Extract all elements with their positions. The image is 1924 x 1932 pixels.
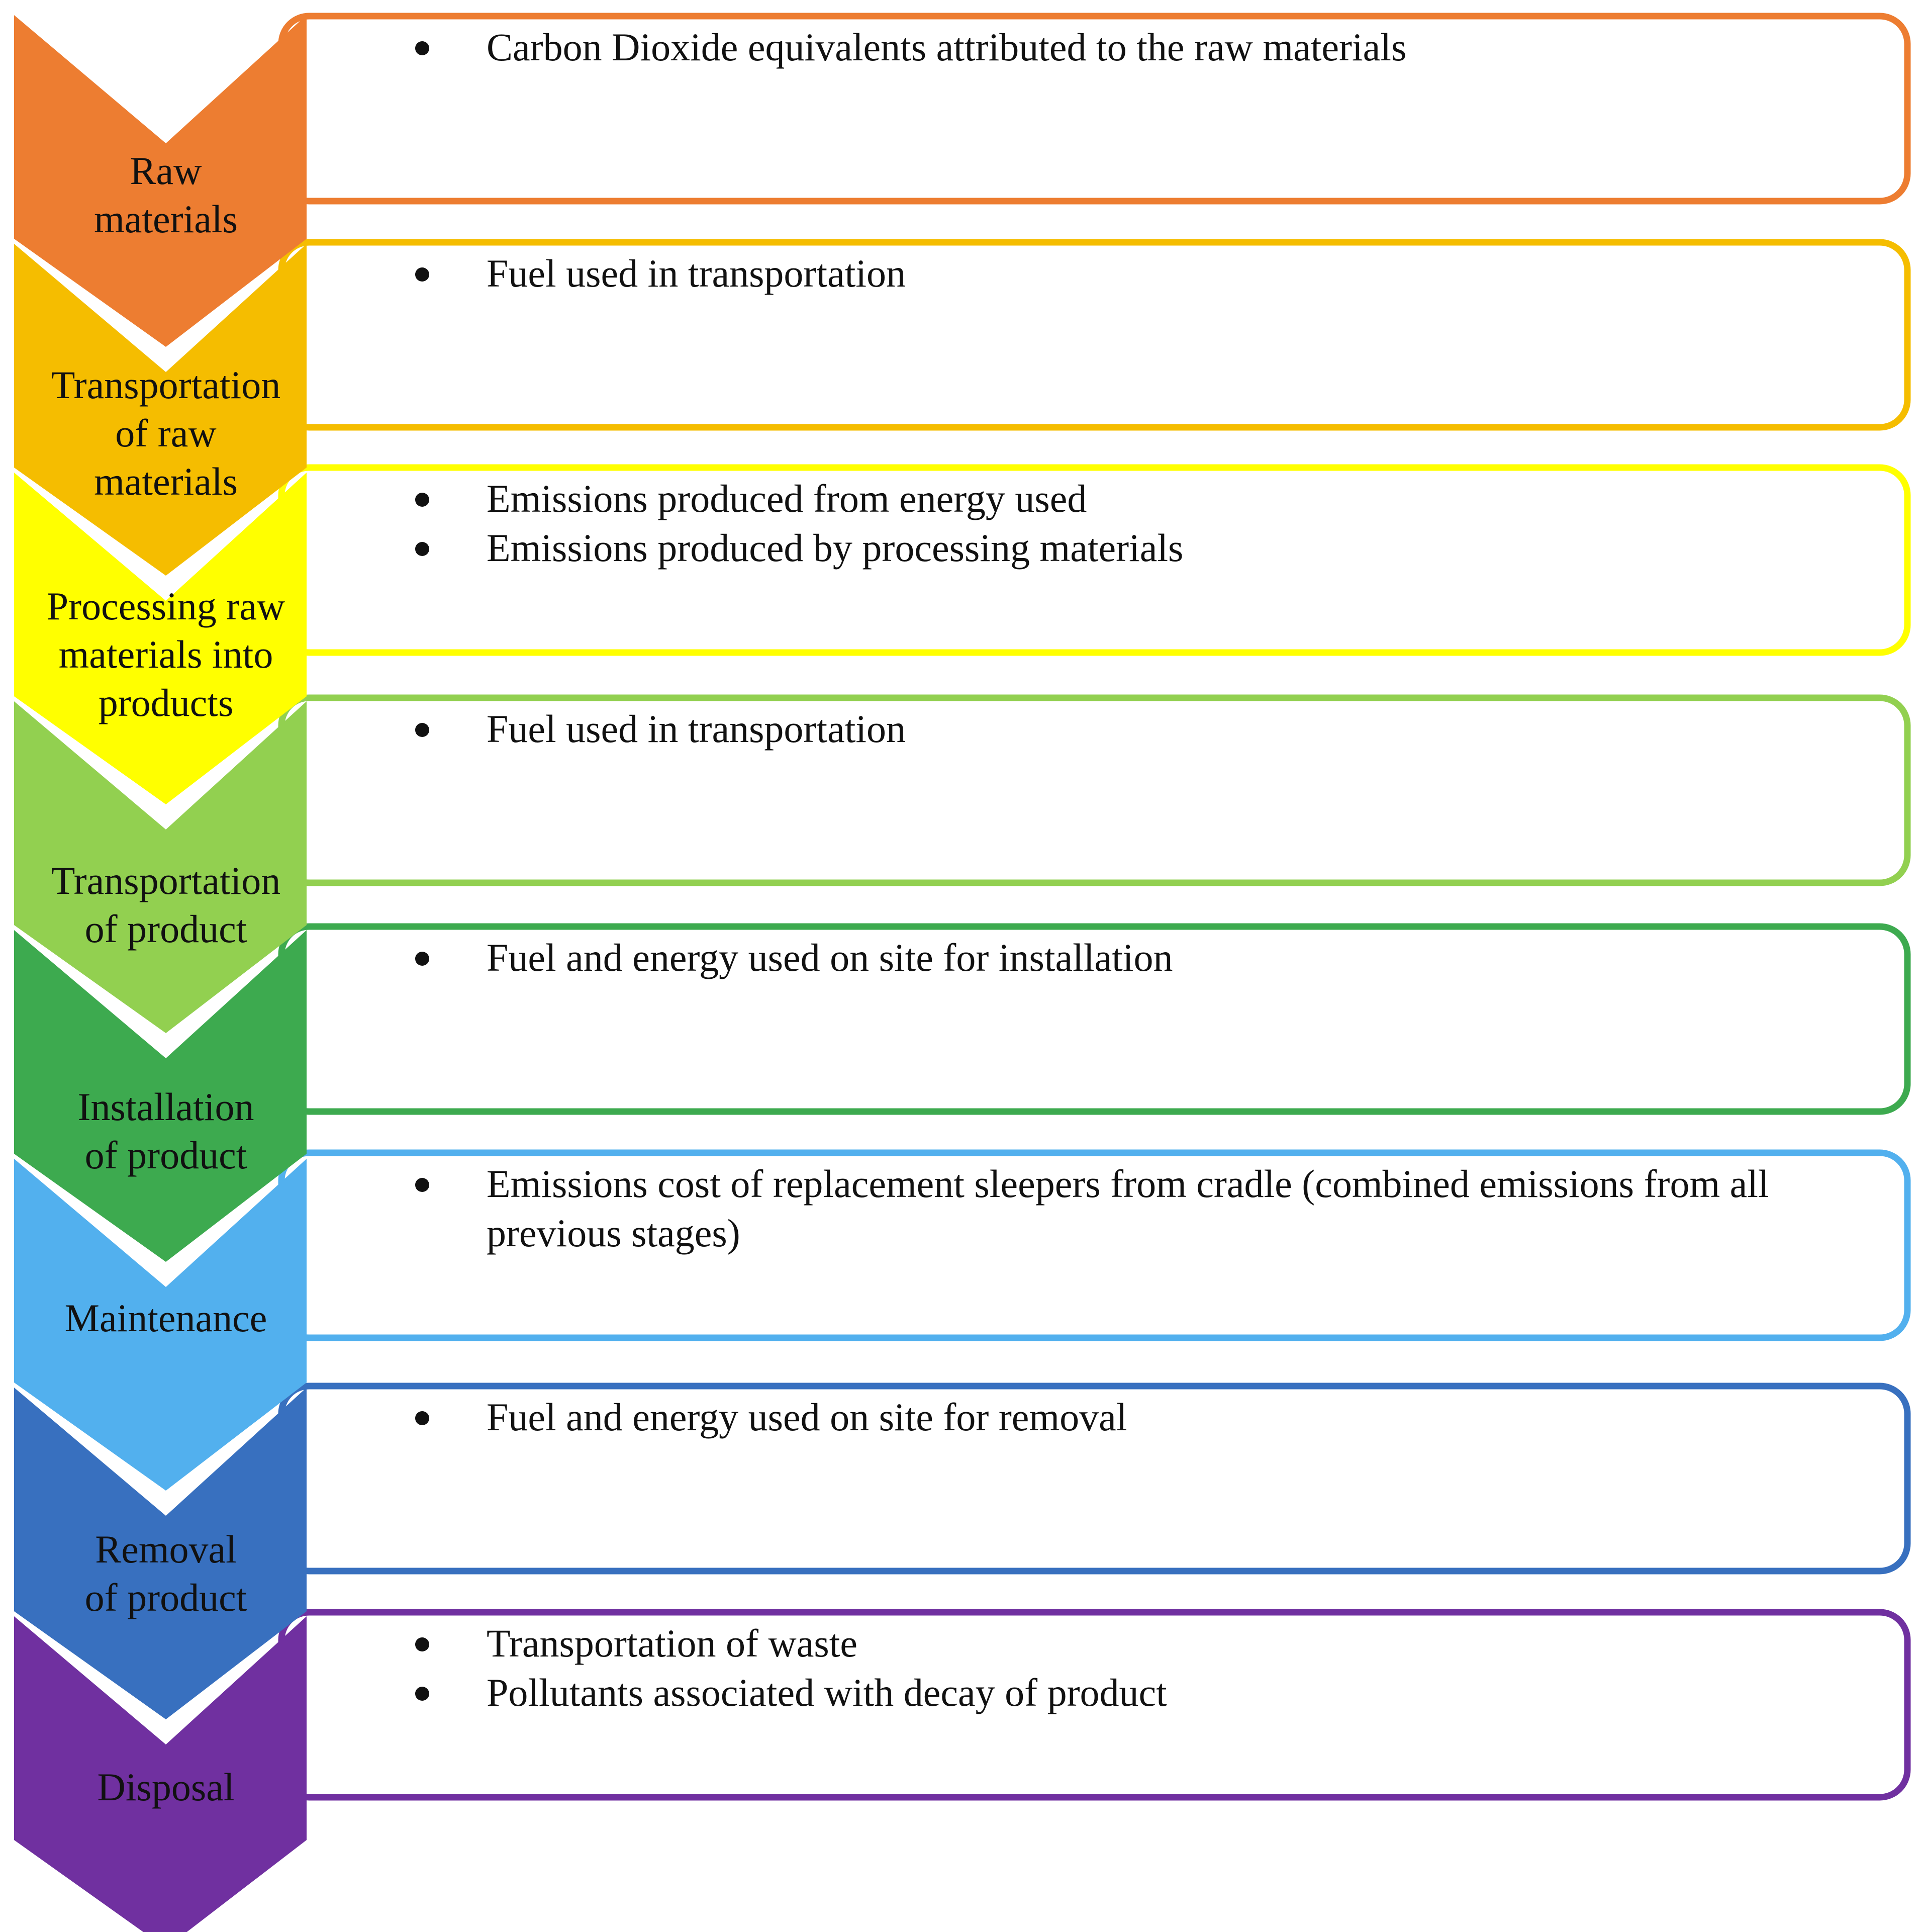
stage-label-6: Maintenance xyxy=(65,1296,267,1340)
bullet-dot xyxy=(415,723,429,737)
stage-8-bullet-1: Transportation of waste xyxy=(487,1621,857,1665)
stage-chevron-1 xyxy=(14,15,307,347)
stage-3-bullet-1: Emissions produced from energy used xyxy=(487,477,1087,520)
bullet-dot xyxy=(415,952,429,966)
bullet-line: Carbon Dioxide equivalents attributed to… xyxy=(487,25,1406,69)
bullet-line: Fuel and energy used on site for removal xyxy=(487,1395,1127,1439)
bullet-dot xyxy=(415,267,429,282)
stage-chevron-7 xyxy=(14,1388,307,1719)
stage-label-7: Removal of product xyxy=(85,1527,247,1619)
stage-label-line: Raw xyxy=(130,149,202,193)
stage-2-bullet-1: Fuel used in transportation xyxy=(487,251,906,295)
bullet-line: Transportation of waste xyxy=(487,1621,857,1665)
stage-label-line: Installation xyxy=(78,1085,254,1129)
stage-8-bullet-2: Pollutants associated with decay of prod… xyxy=(487,1671,1167,1714)
bullet-dot xyxy=(415,1637,429,1651)
bullet-line: Fuel and energy used on site for install… xyxy=(487,936,1173,979)
stage-label-4: Transportation of product xyxy=(51,859,280,951)
stage-label-line: Removal xyxy=(95,1527,237,1571)
stage-label-line: of product xyxy=(85,1576,247,1619)
stage-6-bullet-1: Emissions cost of replacement sleepers f… xyxy=(487,1162,1769,1255)
stage-label-line: of product xyxy=(85,1133,247,1177)
stage-label-8: Disposal xyxy=(98,1765,235,1809)
stage-bullets: Carbon Dioxide equivalents attributed to… xyxy=(415,25,1769,1714)
stage-label-line: materials into xyxy=(59,632,273,676)
stage-chevron-5 xyxy=(14,930,307,1262)
stage-label-line: Transportation xyxy=(51,363,280,407)
stage-chevron-8 xyxy=(14,1616,307,1932)
bullet-line: Emissions cost of replacement sleepers f… xyxy=(487,1162,1769,1206)
stage-label-line: Processing raw xyxy=(47,584,285,628)
bullet-line: Fuel used in transportation xyxy=(487,707,906,751)
stage-label-line: materials xyxy=(94,459,238,503)
bullet-line: Pollutants associated with decay of prod… xyxy=(487,1671,1167,1714)
stage-chevron-2 xyxy=(14,244,307,576)
stage-3-bullet-2: Emissions produced by processing materia… xyxy=(487,526,1183,570)
bullet-dot xyxy=(415,1687,429,1701)
bullet-dot xyxy=(415,542,429,556)
stage-label-line: Disposal xyxy=(98,1765,235,1809)
bullet-dot xyxy=(415,1178,429,1192)
stage-7-bullet-1: Fuel and energy used on site for removal xyxy=(487,1395,1127,1439)
stage-chevron-3 xyxy=(14,473,307,804)
stage-4-bullet-1: Fuel used in transportation xyxy=(487,707,906,751)
bullet-dot xyxy=(415,1411,429,1425)
stage-label-line: materials xyxy=(94,197,238,241)
stage-chevrons xyxy=(14,15,307,1932)
stage-label-line: Transportation xyxy=(51,859,280,902)
bullet-line: Fuel used in transportation xyxy=(487,251,906,295)
stage-label-line: Maintenance xyxy=(65,1296,267,1340)
bullet-line: previous stages) xyxy=(487,1211,740,1255)
stage-label-line: products xyxy=(99,681,234,724)
stage-5-bullet-1: Fuel and energy used on site for install… xyxy=(487,936,1173,979)
bullet-dot xyxy=(415,41,429,55)
bullet-dot xyxy=(415,493,429,507)
stage-label-line: of raw xyxy=(115,411,216,455)
stage-chevron-6 xyxy=(14,1159,307,1491)
stage-label-line: of product xyxy=(85,907,247,951)
bullet-line: Emissions produced by processing materia… xyxy=(487,526,1183,570)
bullet-line: Emissions produced from energy used xyxy=(487,477,1087,520)
stage-1-bullet-1: Carbon Dioxide equivalents attributed to… xyxy=(487,25,1406,69)
stage-chevron-4 xyxy=(14,701,307,1033)
